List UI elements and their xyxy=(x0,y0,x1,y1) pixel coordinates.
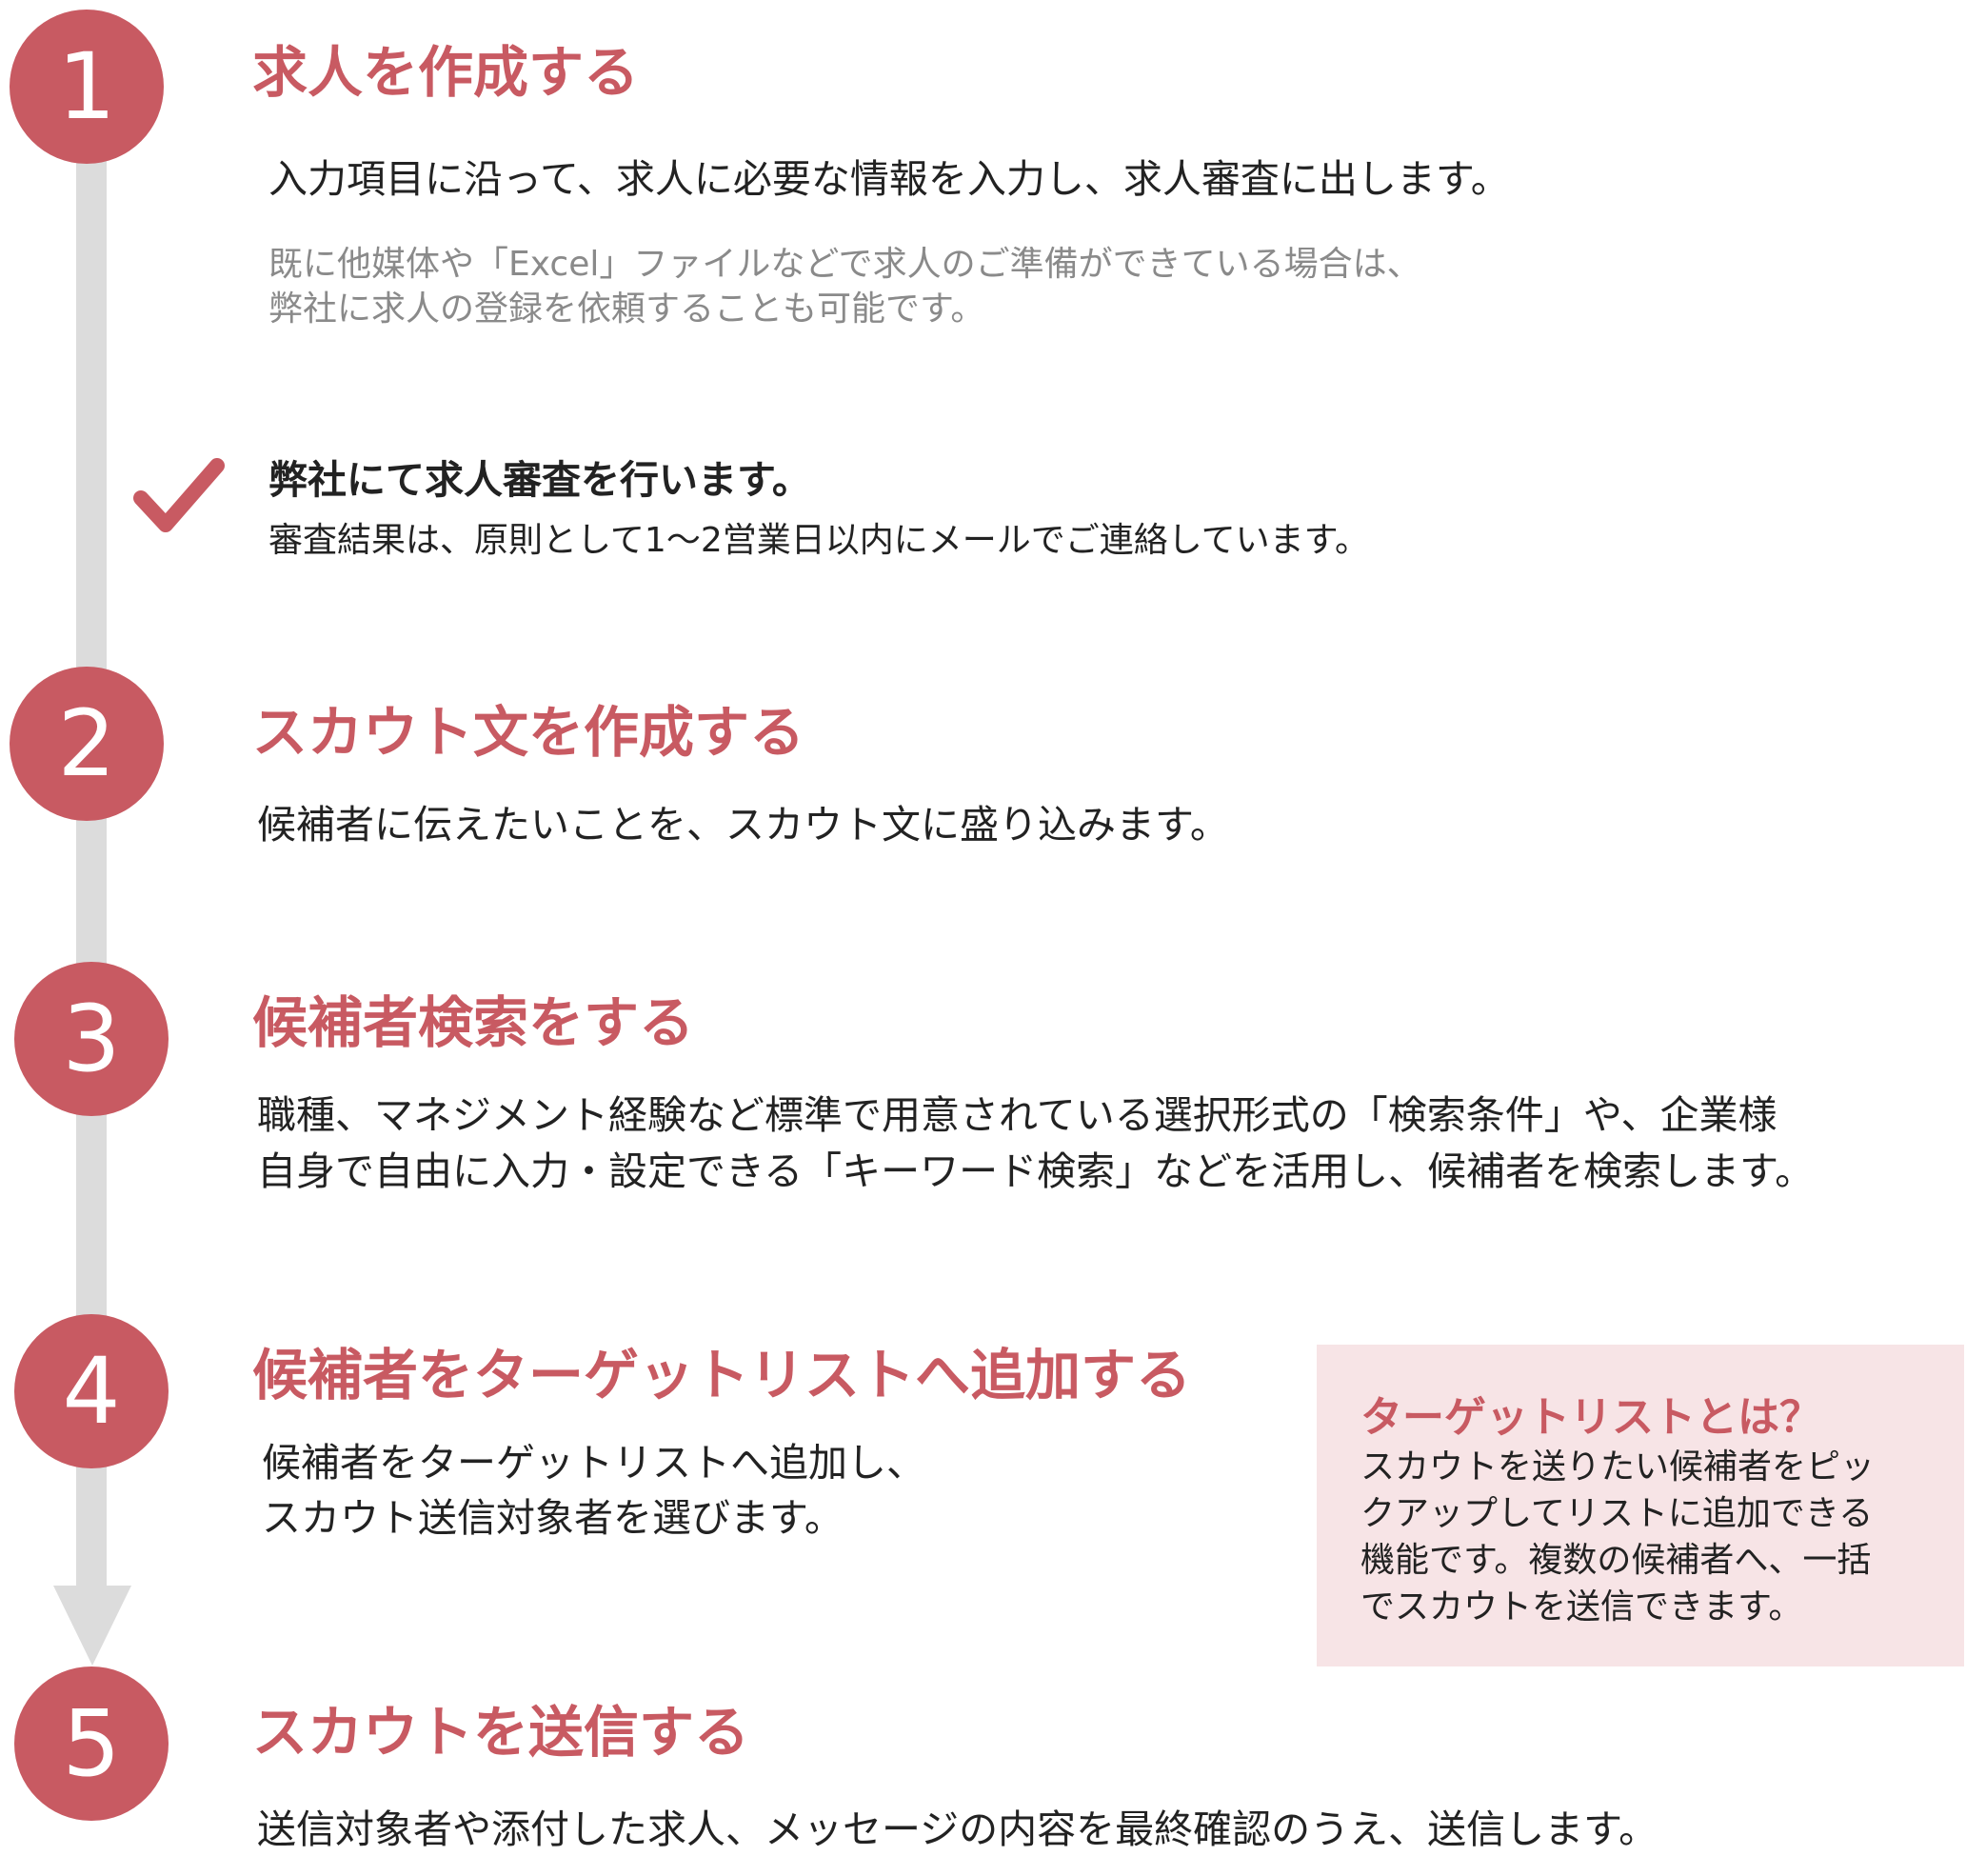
step-1-body: 入力項目に沿って、求人に必要な情報を入力し、求人審査に出します。 xyxy=(268,156,1510,202)
step-4-number: 4 xyxy=(14,1314,169,1468)
step-1-title: 求人を作成する xyxy=(252,40,640,105)
checkmark-icon xyxy=(133,458,225,532)
info-box-text: スカウトを送りたい候補者をピッ クアップしてリストに追加できる 機能です。複数の… xyxy=(1360,1444,1875,1630)
step-1-note-line-1: 既に他媒体や「Excel」ファイルなどで求人のご準備ができている場合は、 xyxy=(268,245,1421,284)
step-5-body: 送信対象者や添付した求人、メッセージの内容を最終確認のうえ、送信します。 xyxy=(257,1806,1658,1852)
review-body: 審査結果は、原則として1～2営業日以内にメールでご連絡しています。 xyxy=(268,521,1370,560)
timeline-arrow-down-icon xyxy=(53,1586,131,1666)
target-list-info-box: ターゲットリストとは？ スカウトを送りたい候補者をピッ クアップしてリストに追加… xyxy=(1317,1345,1964,1666)
step-3-body-line-1: 職種、マネジメント経験など標準で用意されている選択形式の「検索条件」や、企業様 xyxy=(257,1092,1777,1138)
step-5-number: 5 xyxy=(14,1666,169,1821)
step-2-title: スカウト文を作成する xyxy=(252,700,805,765)
step-3-body-line-2: 自身で自由に入力・設定できる「キーワード検索」などを活用し、候補者を検索します。 xyxy=(257,1148,1815,1194)
step-3-title: 候補者検索をする xyxy=(252,990,695,1055)
info-box-line-4: でスカウトを送信できます。 xyxy=(1360,1587,1803,1627)
step-4-title: 候補者をターゲットリストへ追加する xyxy=(252,1343,1192,1407)
step-4-body-line-2: スカウト送信対象者を選びます。 xyxy=(262,1495,844,1541)
review-title: 弊社にて求人審査を行います。 xyxy=(268,457,811,503)
info-box-line-1: スカウトを送りたい候補者をピッ xyxy=(1360,1447,1876,1487)
step-2-number: 2 xyxy=(10,667,164,821)
step-3-number: 3 xyxy=(14,962,169,1116)
step-1-number: 1 xyxy=(10,10,164,164)
step-2-body: 候補者に伝えたいことを、スカウト文に盛り込みます。 xyxy=(257,802,1229,848)
step-1-note-line-2: 弊社に求人の登録を依頼することも可能です。 xyxy=(268,289,985,329)
step-5-title: スカウトを送信する xyxy=(252,1700,750,1765)
info-box-line-2: クアップしてリストに追加できる xyxy=(1360,1494,1874,1533)
step-4-body-line-1: 候補者をターゲットリストへ追加し、 xyxy=(262,1440,925,1486)
info-box-title: ターゲットリストとは？ xyxy=(1360,1393,1821,1442)
info-box-line-3: 機能です。複数の候補者へ、一括 xyxy=(1360,1541,1872,1580)
